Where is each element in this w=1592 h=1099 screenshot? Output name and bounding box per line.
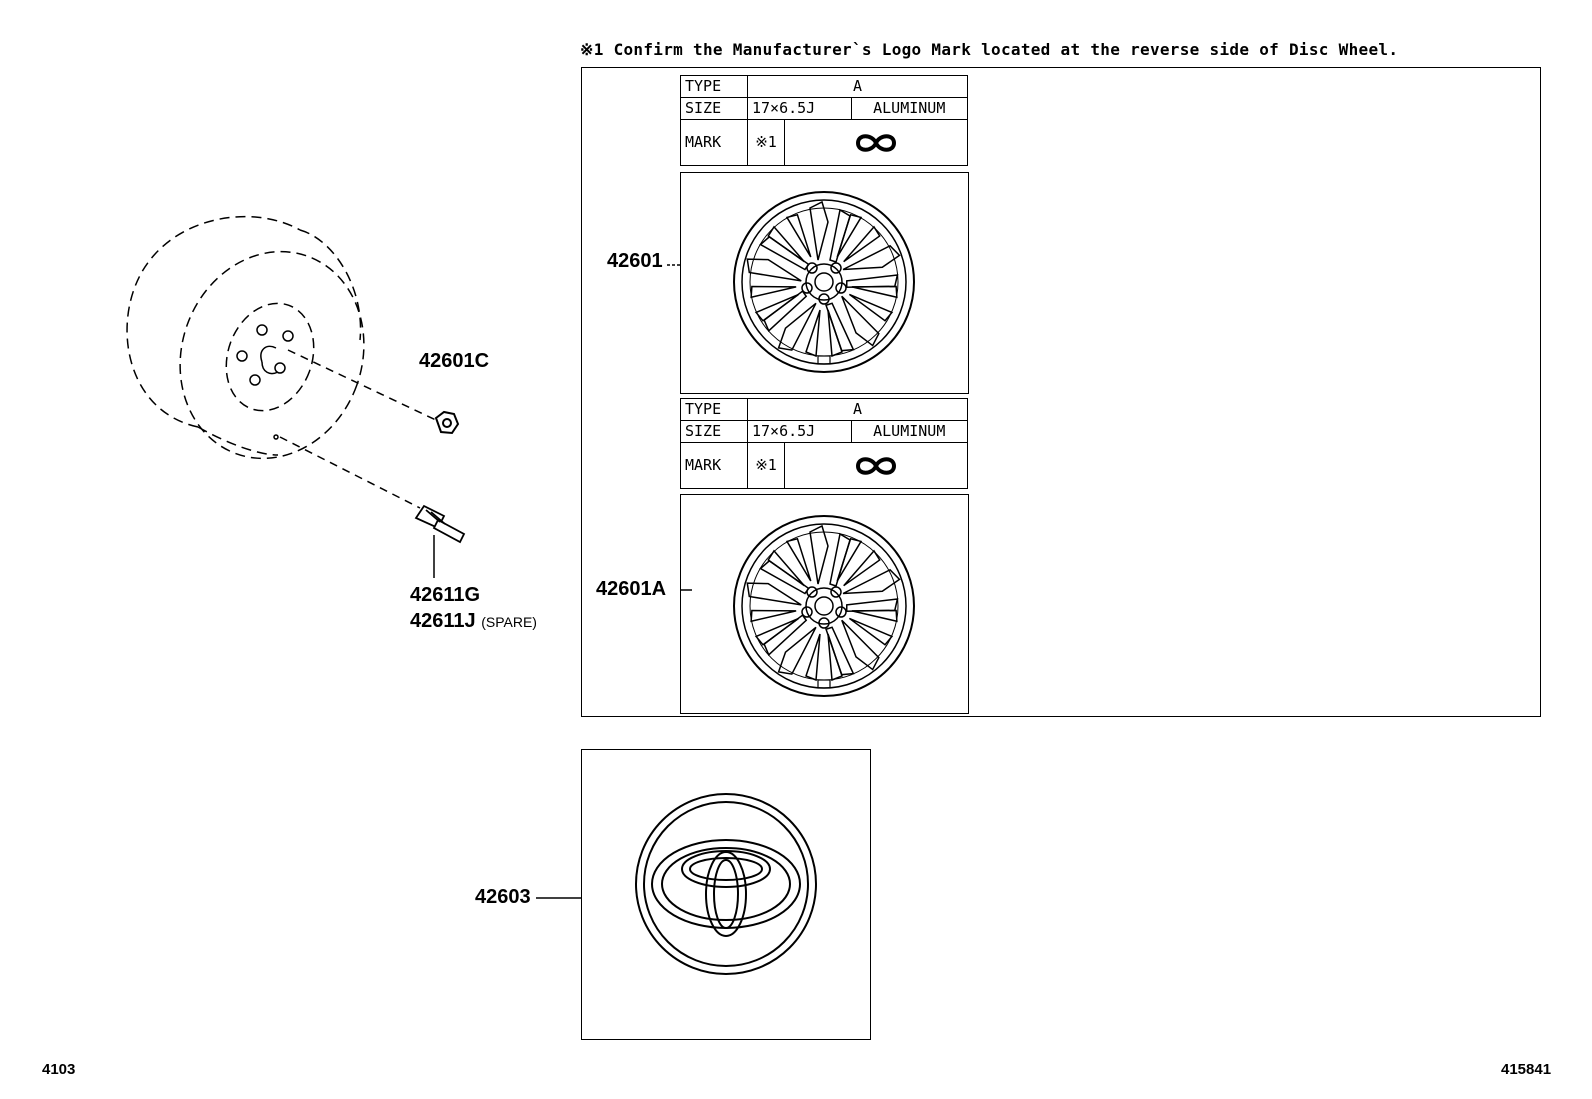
disc-wheel-hub	[236, 324, 294, 440]
spare-note: (SPARE)	[481, 614, 537, 630]
wheel-image-box-42601A	[680, 494, 969, 714]
callout-42601C: 42601C	[419, 350, 490, 372]
callout-42601A: 42601A	[596, 578, 667, 600]
alloy-wheel-illustration-42601A	[733, 515, 915, 697]
logo-mark-note: ※1 Confirm the Manufacturer`s Logo Mark …	[580, 40, 1399, 59]
mark-ref: ※1	[748, 443, 785, 488]
callout-42611J-number: 42611J	[410, 610, 476, 632]
wheel-spec-table-42601A: TYPE A SIZE 17×6.5J ALUMINUM MARK ※1	[680, 398, 969, 489]
mark-label: MARK	[680, 442, 748, 489]
toyota-emblem-icon	[635, 793, 817, 975]
alloy-wheel-illustration-42601	[733, 191, 915, 373]
type-label: TYPE	[680, 75, 748, 98]
size-label: SIZE	[680, 420, 748, 443]
material-value: ALUMINUM	[850, 420, 969, 443]
callout-42611J: 42611J (SPARE)	[410, 610, 537, 633]
type-label: TYPE	[680, 398, 748, 421]
callout-42603: 42603	[475, 886, 531, 908]
wheel-spec-frame	[581, 67, 1541, 717]
size-label: SIZE	[680, 97, 748, 120]
page-number-right: 415841	[1501, 1061, 1552, 1078]
page-number-left: 4103	[42, 1061, 76, 1078]
size-value: 17×6.5J	[747, 420, 852, 443]
wheel-spec-table-42601: TYPE A SIZE 17×6.5J ALUMINUM MARK ※1	[680, 75, 969, 166]
disc-wheel-illustration	[126, 215, 365, 460]
hub-nut-icon	[434, 410, 460, 435]
infinity-logo-icon	[856, 134, 897, 152]
mark-ref: ※1	[748, 120, 785, 165]
infinity-logo-icon	[856, 457, 897, 475]
tire-valve-icon	[414, 504, 466, 544]
mark-label: MARK	[680, 119, 748, 166]
wheel-image-box-42601	[680, 172, 969, 394]
callout-42611G: 42611G	[410, 584, 481, 606]
center-cap-frame	[581, 749, 871, 1040]
callout-42601: 42601	[607, 250, 663, 272]
